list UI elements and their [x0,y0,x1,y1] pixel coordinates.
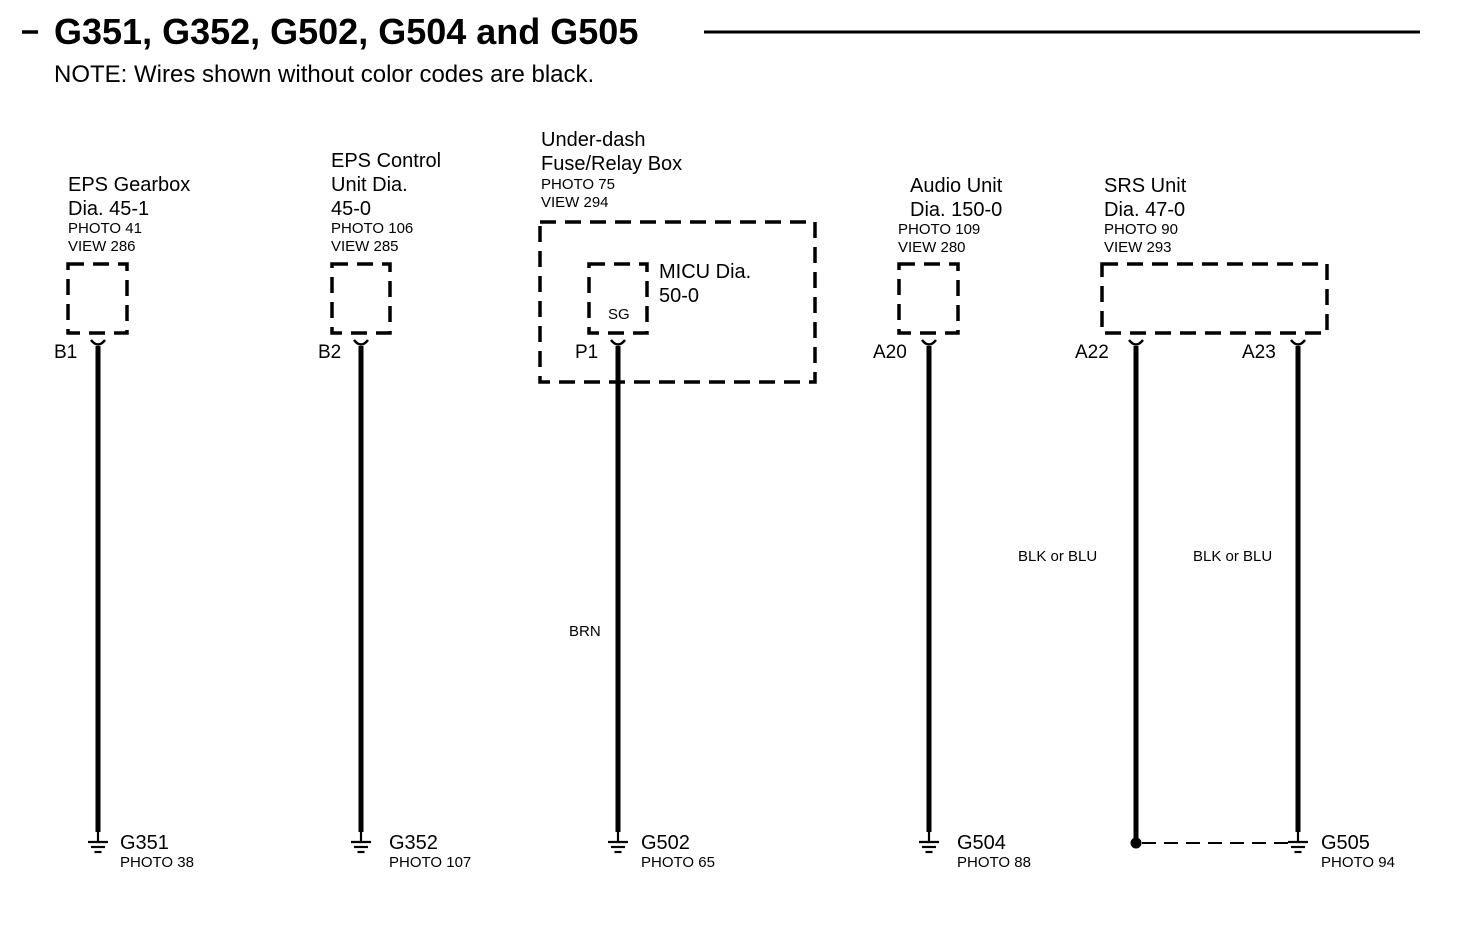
eps-control-label: EPS Control [331,150,441,172]
srs-photo: PHOTO 90 [1104,221,1178,238]
connector-p1-icon [609,338,627,346]
note-text: NOTE: Wires shown without color codes ar… [54,61,594,88]
pin-a23: A23 [1242,342,1276,363]
underdash-view: VIEW 294 [541,194,609,211]
audio-box [897,262,960,335]
ground-g504-label: G504 [957,832,1006,854]
ground-g352-icon [349,840,373,854]
underdash-box [538,220,817,384]
ground-g352-photo: PHOTO 107 [389,854,471,871]
ground-g504-photo: PHOTO 88 [957,854,1031,871]
wire-p1-color: BRN [569,623,601,640]
audio-label: Audio Unit [910,175,1003,197]
ground-g502-photo: PHOTO 65 [641,854,715,871]
ground-g351-icon [86,840,110,854]
audio-component: Audio Unit Dia. 150-0 PHOTO 109 VIEW 280… [873,175,1031,871]
pin-a20: A20 [873,342,907,363]
underdash-label: Under-dash [541,129,646,151]
eps-gearbox-component: EPS Gearbox Dia. 45-1 PHOTO 41 VIEW 286 … [54,174,194,871]
connector-a20-icon [920,338,938,346]
srs-dia: Dia. 47-0 [1104,199,1185,221]
wire-a23-color: BLK or BLU [1193,548,1272,565]
eps-control-label-2: Unit Dia. [331,174,408,196]
pin-a22: A22 [1075,342,1109,363]
eps-gearbox-label: EPS Gearbox [68,174,190,196]
underdash-component: Under-dash Fuse/Relay Box PHOTO 75 VIEW … [538,129,817,871]
connector-a22-icon [1127,338,1145,346]
ground-g505-photo: PHOTO 94 [1321,854,1395,871]
ground-g505-icon [1286,840,1310,854]
srs-component: SRS Unit Dia. 47-0 PHOTO 90 VIEW 293 A22… [1018,175,1395,871]
srs-label: SRS Unit [1104,175,1187,197]
eps-control-dia: 45-0 [331,198,371,220]
ground-g351-label: G351 [120,832,169,854]
srs-box [1100,262,1329,335]
ground-g351-photo: PHOTO 38 [120,854,194,871]
pin-p1: P1 [575,342,598,363]
eps-gearbox-photo: PHOTO 41 [68,220,142,237]
micu-box [587,262,649,335]
eps-gearbox-box [66,262,129,335]
wire-a22-color: BLK or BLU [1018,548,1097,565]
micu-dia: 50-0 [659,285,699,307]
connector-b2-icon [352,338,370,346]
eps-control-photo: PHOTO 106 [331,220,413,237]
audio-view: VIEW 280 [898,239,966,256]
pin-b2: B2 [318,342,341,363]
splice-point [1130,837,1142,849]
connector-a23-icon [1289,338,1307,346]
srs-view: VIEW 293 [1104,239,1172,256]
eps-control-box [330,262,392,335]
page-title: G351, G352, G502, G504 and G505 [54,11,638,52]
connector-b1-icon [89,338,107,346]
ground-g504-icon [917,840,941,854]
ground-g502-icon [606,840,630,854]
terminal-sg: SG [608,306,630,323]
ground-g505-label: G505 [1321,832,1370,854]
eps-control-component: EPS Control Unit Dia. 45-0 PHOTO 106 VIE… [318,150,471,871]
pin-b1: B1 [54,342,77,363]
micu-label: MICU Dia. [659,261,751,283]
eps-gearbox-view: VIEW 286 [68,238,136,255]
ground-g502-label: G502 [641,832,690,854]
audio-dia: Dia. 150-0 [910,199,1002,221]
eps-gearbox-dia: Dia. 45-1 [68,198,149,220]
underdash-photo: PHOTO 75 [541,176,615,193]
underdash-label-2: Fuse/Relay Box [541,153,682,175]
audio-photo: PHOTO 109 [898,221,980,238]
ground-g352-label: G352 [389,832,438,854]
eps-control-view: VIEW 285 [331,238,399,255]
